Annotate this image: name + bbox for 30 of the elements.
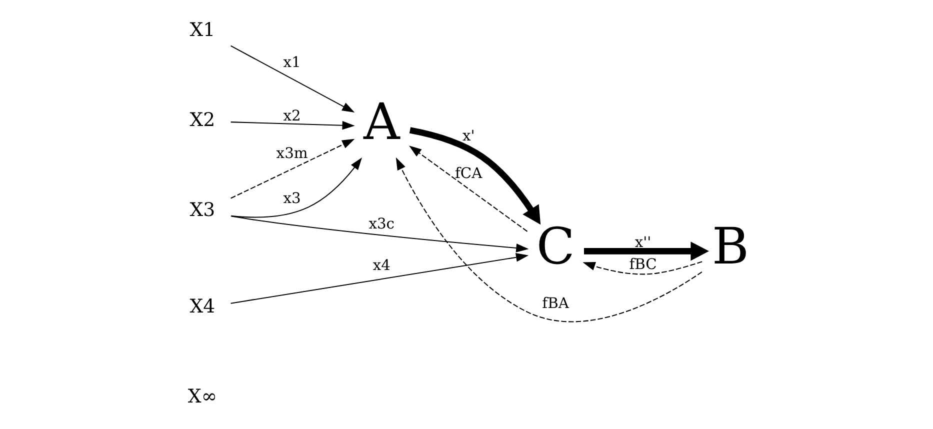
arrow [409,146,528,232]
arrow [230,216,529,252]
arrow [230,253,529,304]
arrow [230,45,355,113]
edge-label: x3 [283,190,301,208]
arrow [582,261,702,275]
edge-label: x2 [283,107,301,124]
node-text: X2 [190,110,216,131]
node-text: X1 [190,20,216,41]
arrow [409,127,541,225]
arrow [584,242,709,261]
edge-label: x'' [634,234,652,252]
node-text: C [536,216,575,276]
node-text: X4 [190,296,216,318]
edge-label: x4 [372,257,390,274]
node-text: X∞ [188,386,218,408]
edge-label: fBA [542,294,569,312]
arrow [231,157,362,218]
edge-label: x3m [276,145,308,162]
edge-label: fBC [629,256,657,274]
node-text: A [363,92,400,151]
edge-label: x' [462,127,475,144]
arrow [230,120,355,130]
arrow [396,157,702,322]
node-text: X3 [190,200,216,221]
node-text: B [712,216,749,276]
arrow [230,138,355,199]
edge-label: fCA [454,165,482,182]
edge-label: x3c [368,215,395,232]
edge-label: x1 [283,54,301,71]
